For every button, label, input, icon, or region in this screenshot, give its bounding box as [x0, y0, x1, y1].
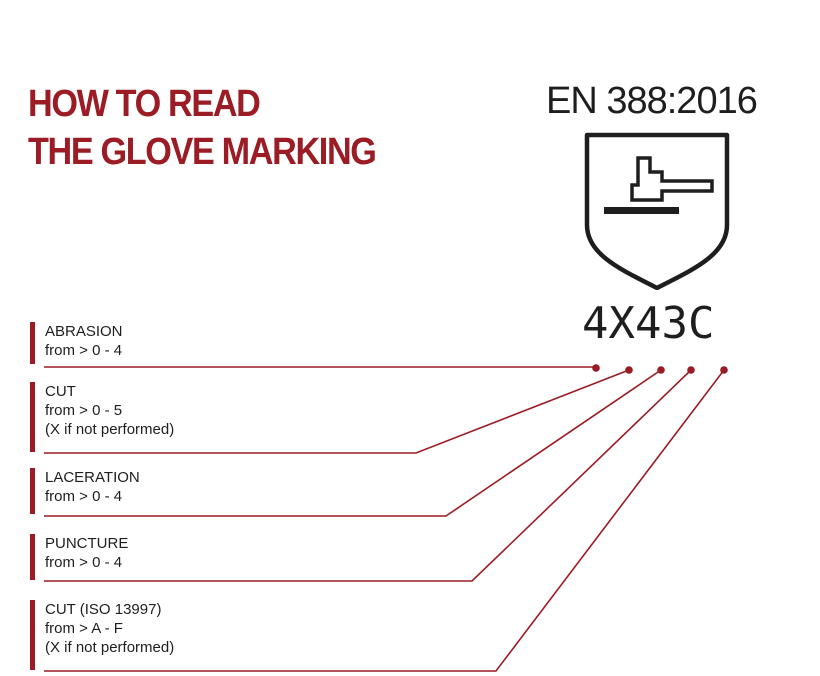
legend-range: from > 0 - 4 — [45, 342, 123, 359]
connector-laceration — [44, 369, 662, 517]
connector-cut-iso — [44, 369, 725, 672]
title-line-1: HOW TO READ — [28, 83, 261, 125]
shield-hammer-icon — [584, 132, 730, 290]
legend-range: from > 0 - 5 — [45, 402, 123, 419]
dot-digit-5 — [720, 366, 728, 374]
legend-range: from > 0 - 4 — [45, 488, 123, 505]
legend-bar — [30, 382, 35, 452]
legend-bar — [30, 600, 35, 670]
legend-label: LACERATION — [45, 469, 140, 486]
connector-cut — [44, 369, 630, 454]
legend-label: PUNCTURE — [45, 535, 129, 552]
legend-bar — [30, 322, 35, 364]
dot-digit-3 — [657, 366, 665, 374]
legend-range: from > A - F — [45, 620, 123, 637]
dot-digit-2 — [625, 366, 633, 374]
legend-note: (X if not performed) — [45, 639, 175, 656]
legend-label: CUT — [45, 383, 76, 400]
dot-digit-1 — [592, 364, 600, 372]
legend-range: from > 0 - 4 — [45, 554, 123, 571]
legend-label: ABRASION — [45, 323, 123, 340]
legend-bar — [30, 534, 35, 580]
performance-code: 4X43C — [582, 298, 715, 349]
connector-puncture — [44, 369, 692, 582]
legend-bar — [30, 468, 35, 514]
title-line-2: THE GLOVE MARKING — [28, 131, 377, 173]
page-title: HOW TO READ THE GLOVE MARKING — [28, 80, 377, 176]
legend-label: CUT (ISO 13997) — [45, 601, 162, 618]
dot-digit-4 — [687, 366, 695, 374]
legend-note: (X if not performed) — [45, 421, 175, 438]
standard-label: EN 388:2016 — [546, 80, 758, 122]
